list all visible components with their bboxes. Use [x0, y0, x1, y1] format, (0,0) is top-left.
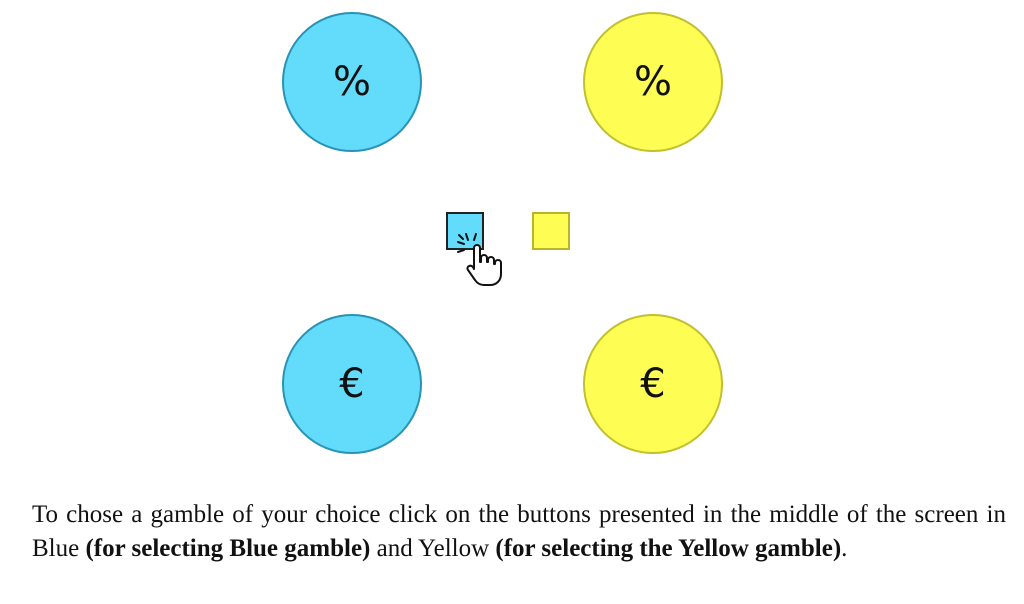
percent-symbol: % [332, 59, 371, 105]
instructions-end: . [841, 535, 848, 562]
blue-gamble-percent-circle: % [282, 12, 422, 152]
instructions-yellow-note: (for selecting the Yellow gamble) [495, 535, 842, 562]
instructions-blue-note: (for selecting Blue gamble) [85, 535, 371, 562]
select-yellow-gamble-button[interactable] [532, 212, 570, 250]
euro-symbol: € [339, 361, 365, 407]
instructions-text: To chose a gamble of your choice click o… [32, 498, 1006, 566]
instructions-part1: To chose a gamble of your choice click o… [32, 501, 1006, 562]
percent-symbol: % [633, 59, 672, 105]
yellow-gamble-euro-circle: € [583, 314, 723, 454]
blue-gamble-euro-circle: € [282, 314, 422, 454]
euro-symbol: € [640, 361, 666, 407]
instructions-part3: and Yellow [370, 535, 496, 562]
yellow-gamble-percent-circle: % [583, 12, 723, 152]
select-blue-gamble-button[interactable] [446, 212, 484, 250]
hand-pointer-click-icon [457, 233, 502, 286]
